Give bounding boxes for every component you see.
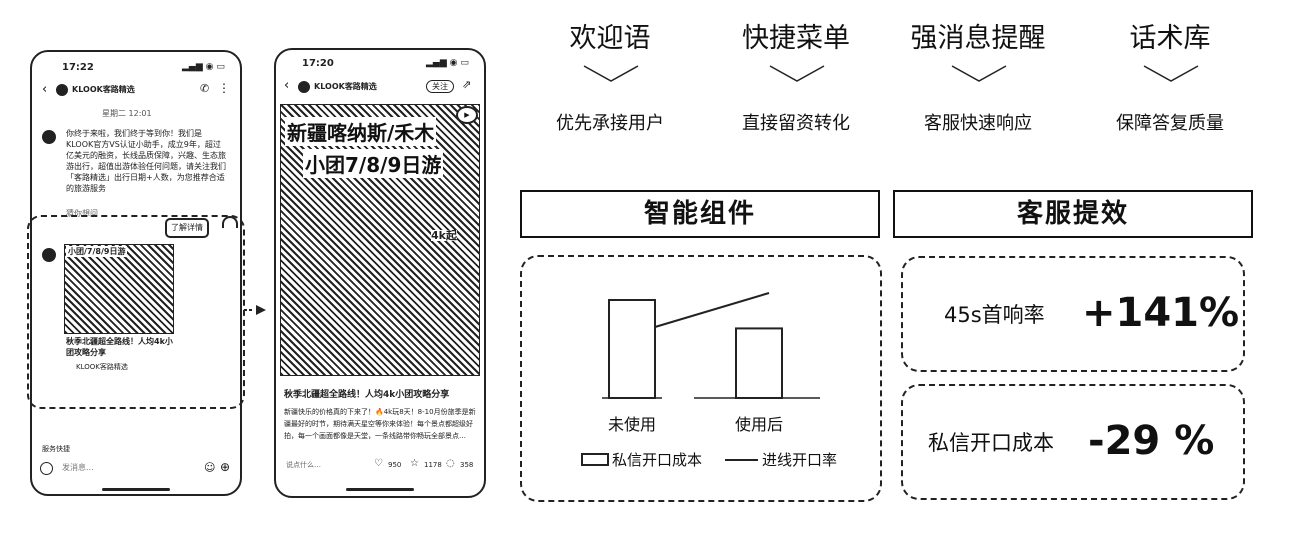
- card-shop: KLOOK客路精选: [76, 363, 128, 371]
- bot-avatar-2: [42, 248, 56, 262]
- feature-subtitle: 优先承接用户: [556, 113, 664, 134]
- metric-card-cost: [901, 384, 1245, 500]
- comment-icon[interactable]: ◌: [446, 458, 455, 469]
- headset-icon: [222, 216, 238, 228]
- card-image-text: 小团/7/8/9日游: [66, 246, 128, 257]
- star-icon[interactable]: ☆: [410, 458, 419, 469]
- quick-menu-label: 服务快捷: [42, 445, 70, 453]
- phone-chat-screenshot: 17:22 ▂▄▆ ◉ ▭ ‹ KLOOK客路精选 ✆ ⋮ 星期二 12:01 …: [30, 50, 242, 496]
- faq-tag: 猜你想问: [66, 209, 98, 218]
- chevron-down-icon: [1143, 65, 1199, 82]
- home-indicator: [102, 488, 170, 491]
- status-icons: ▂▄▆ ◉ ▭: [182, 62, 225, 72]
- plus-icon[interactable]: ⊕: [220, 460, 231, 474]
- flow-arrow: [244, 305, 266, 315]
- card-image: [64, 244, 174, 334]
- feature-alert: 强消息提醒 客服快速响应: [888, 22, 1068, 136]
- back-icon[interactable]: ‹: [42, 82, 48, 97]
- legend-label: 私信开口成本: [612, 451, 702, 469]
- card-highlight-frame: [27, 215, 245, 409]
- section-smart-components: 智能组件: [520, 190, 880, 238]
- like-count: 950: [388, 461, 402, 469]
- metric-value: +141%: [1082, 290, 1240, 336]
- comment-count: 358: [460, 461, 474, 469]
- metric-label: 私信开口成本: [928, 431, 1054, 455]
- bar-未使用: [608, 299, 656, 399]
- status-time-2: 17:20: [302, 58, 334, 69]
- note-body: 新疆快乐的价格真的下来了！🔥4k玩8天！8-10月份旅季是新疆最好的时节，期待满…: [284, 408, 476, 440]
- chevron-down-icon: [951, 65, 1007, 82]
- follow-button[interactable]: 关注: [426, 80, 454, 93]
- welcome-message: 你终于来啦，我们终于等到你！我们是KLOOK官方VS认证小助手，成立9年，超过亿…: [66, 129, 226, 193]
- feature-title: 快捷菜单: [742, 23, 850, 54]
- like-icon[interactable]: ♡: [374, 458, 383, 469]
- chat-date: 星期二 12:01: [102, 109, 152, 118]
- series-line: [654, 292, 770, 328]
- card-title: 秋季北疆超全路线！人均4k小团攻略分享: [66, 337, 173, 357]
- comment-input[interactable]: 说点什么…: [286, 461, 321, 469]
- chevron-down-icon: [769, 65, 825, 82]
- home-indicator-2: [346, 488, 414, 491]
- shop-logo-icon: [56, 84, 68, 96]
- metric-card-response: [901, 256, 1245, 372]
- hero-line-1: 新疆喀纳斯/禾木: [285, 117, 437, 146]
- x-tick-label: 使用后: [735, 415, 783, 434]
- share-icon[interactable]: ⇗: [462, 78, 472, 91]
- legend-bar-swatch: [581, 453, 609, 466]
- hero-badge: 4k起: [431, 229, 457, 242]
- feature-subtitle: 客服快速响应: [924, 113, 1032, 134]
- feature-title: 话术库: [1129, 23, 1211, 54]
- bot-avatar: [42, 130, 56, 144]
- legend-label: 进线开口率: [762, 451, 837, 469]
- phone-call-icon[interactable]: ✆: [200, 82, 210, 95]
- star-count: 1178: [424, 461, 442, 469]
- feature-title: 强消息提醒: [910, 23, 1046, 54]
- shop-logo-icon-2: [298, 81, 310, 93]
- feature-quick-menu: 快捷菜单 直接留资转化: [706, 22, 886, 136]
- product-card[interactable]: 小团/7/8/9日游 秋季北疆超全路线！人均4k小团攻略分享 KLOOK客路精选: [64, 244, 184, 374]
- feature-subtitle: 保障答复质量: [1116, 113, 1224, 134]
- status-time: 17:22: [62, 62, 94, 73]
- status-icons-2: ▂▄▆ ◉ ▭: [426, 58, 469, 68]
- hero-image: 新疆喀纳斯/禾木 小团7/8/9日游 4k起: [280, 104, 480, 376]
- hero-line-2: 小团7/8/9日游: [303, 149, 444, 178]
- bar-使用后: [735, 327, 783, 399]
- voice-icon[interactable]: [40, 462, 53, 475]
- card-button[interactable]: 了解详情: [165, 218, 209, 238]
- more-icon[interactable]: ⋮: [218, 81, 230, 95]
- metric-label: 45s首响率: [944, 303, 1045, 327]
- feature-scripts: 话术库 保障答复质量: [1080, 22, 1260, 136]
- feature-title: 欢迎语: [569, 23, 651, 54]
- chevron-down-icon: [583, 65, 639, 82]
- note-badge-icon: ▶: [456, 106, 478, 124]
- x-tick-label: 未使用: [608, 415, 656, 434]
- note-title: 秋季北疆超全路线！人均4k小团攻略分享: [284, 390, 450, 400]
- message-input[interactable]: 发消息...: [62, 463, 94, 472]
- section-service-efficiency: 客服提效: [893, 190, 1253, 238]
- chart-panel: [520, 255, 882, 502]
- note-shop-name: KLOOK客路精选: [314, 82, 377, 91]
- chat-shop-name: KLOOK客路精选: [72, 85, 135, 94]
- emoji-icon[interactable]: ☺: [204, 461, 216, 474]
- phone-note-screenshot: 17:20 ▂▄▆ ◉ ▭ ‹ KLOOK客路精选 关注 ⇗ 新疆喀纳斯/禾木 …: [274, 48, 486, 498]
- card-button-label: 了解详情: [171, 223, 203, 232]
- feature-welcome: 欢迎语 优先承接用户: [520, 22, 700, 136]
- back-icon-2[interactable]: ‹: [284, 78, 290, 93]
- feature-subtitle: 直接留资转化: [742, 113, 850, 134]
- metric-value: -29 %: [1088, 418, 1215, 464]
